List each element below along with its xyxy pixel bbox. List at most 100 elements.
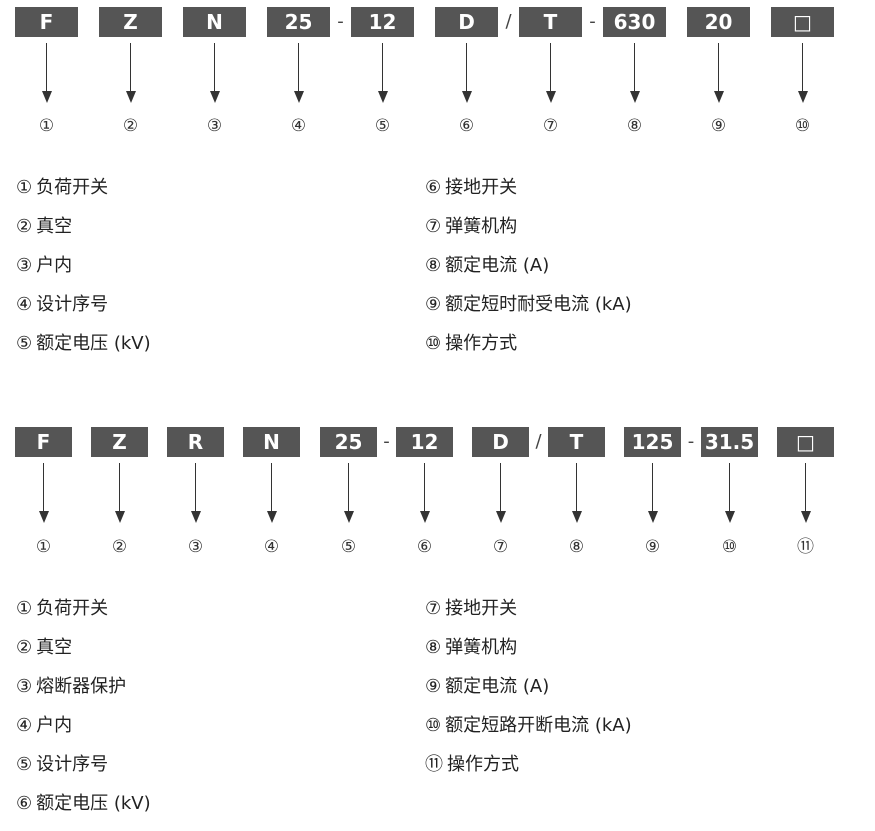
code-box: 630: [603, 7, 666, 37]
dash-separator: -: [337, 11, 344, 32]
down-arrow-icon: [377, 43, 388, 103]
down-arrow-icon: [495, 463, 506, 523]
position-number: ③: [187, 537, 204, 557]
legend-marker: ⑤: [16, 754, 33, 775]
legend-text: 接地开关: [445, 177, 518, 198]
legend-text: 户内: [36, 255, 73, 276]
legend-marker: ②: [16, 637, 33, 658]
legend-marker: ④: [16, 294, 33, 315]
legend-text: 设计序号: [36, 294, 109, 315]
code-box: 25: [267, 7, 330, 37]
legend-marker: ⑨: [425, 676, 442, 697]
position-number: ①: [35, 537, 52, 557]
position-number: ⑦: [542, 116, 559, 136]
position-number: ⑥: [416, 537, 433, 557]
legend-marker: ⑧: [425, 255, 442, 276]
slash-separator: /: [505, 11, 512, 32]
legend-marker: ⑧: [425, 637, 442, 658]
down-arrow-icon: [571, 463, 582, 523]
dash-separator: -: [687, 431, 695, 452]
down-arrow-icon: [293, 43, 304, 103]
legend-text: 接地开关: [445, 598, 518, 619]
down-arrow-icon: [629, 43, 640, 103]
down-arrow-icon: [41, 43, 52, 103]
code-box: F: [15, 7, 78, 37]
code-box: D: [472, 427, 529, 457]
position-number: ②: [122, 116, 139, 136]
legend-marker: ③: [16, 255, 33, 276]
legend-marker: ②: [16, 216, 33, 237]
code-box: 12: [351, 7, 414, 37]
code-box: T: [548, 427, 605, 457]
legend-text: 额定电流 (A): [445, 676, 550, 697]
position-number: ⑪: [797, 537, 814, 557]
down-arrow-icon: [114, 463, 125, 523]
legend-text: 额定电流 (A): [445, 255, 550, 276]
position-number: ②: [111, 537, 128, 557]
legend-marker: ①: [16, 598, 33, 619]
legend-marker: ⑥: [16, 793, 33, 814]
down-arrow-icon: [343, 463, 354, 523]
legend-marker: ⑩: [425, 333, 442, 354]
legend-marker: ⑥: [425, 177, 442, 198]
position-number: ④: [290, 116, 307, 136]
position-number: ⑨: [710, 116, 727, 136]
position-number: ⑤: [374, 116, 391, 136]
code-box: 125: [624, 427, 681, 457]
position-number: ⑩: [721, 537, 738, 557]
legend-text: 负荷开关: [36, 177, 109, 198]
code-box: N: [243, 427, 300, 457]
legend-marker: ⑪: [425, 754, 443, 775]
down-arrow-icon: [647, 463, 658, 523]
legend-marker: ④: [16, 715, 33, 736]
legend-marker: ③: [16, 676, 33, 697]
legend-text: 额定短时耐受电流 (kA): [445, 294, 632, 315]
down-arrow-icon: [419, 463, 430, 523]
position-number: ⑦: [492, 537, 509, 557]
down-arrow-icon: [797, 43, 808, 103]
legend-marker: ⑦: [425, 216, 442, 237]
position-number: ④: [263, 537, 280, 557]
code-box: □: [777, 427, 834, 457]
legend-marker: ⑦: [425, 598, 442, 619]
code-box: F: [15, 427, 72, 457]
legend-text: 弹簧机构: [445, 216, 518, 237]
legend-text: 额定短路开断电流 (kA): [445, 715, 632, 736]
code-box: T: [519, 7, 582, 37]
down-arrow-icon: [266, 463, 277, 523]
code-box: D: [435, 7, 498, 37]
legend-text: 操作方式: [447, 754, 519, 775]
legend-text: 负荷开关: [36, 598, 109, 619]
code-box: 20: [687, 7, 750, 37]
legend-text: 户内: [36, 715, 73, 736]
down-arrow-icon: [545, 43, 556, 103]
legend-text: 熔断器保护: [36, 676, 127, 697]
legend-marker: ①: [16, 177, 33, 198]
legend-text: 真空: [36, 216, 73, 237]
code-box: 12: [396, 427, 453, 457]
legend-text: 真空: [36, 637, 73, 658]
code-box: 31.5: [701, 427, 758, 457]
position-number: ⑧: [626, 116, 643, 136]
code-box: R: [167, 427, 224, 457]
down-arrow-icon: [125, 43, 136, 103]
down-arrow-icon: [724, 463, 735, 523]
